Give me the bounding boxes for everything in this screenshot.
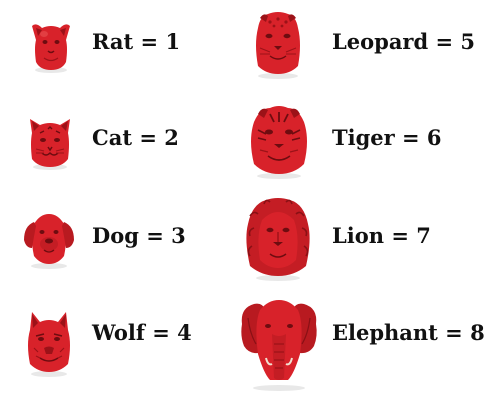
piece-label-wolf: Wolf = 4 [92, 320, 192, 345]
piece-label-cat: Cat = 2 [92, 125, 179, 150]
piece-label-elephant: Elephant = 8 [332, 320, 485, 345]
dog-head-icon [20, 208, 78, 270]
rat-head-icon [26, 18, 76, 74]
wolf-head-icon [22, 308, 76, 378]
tiger-head-icon [246, 100, 312, 180]
lion-head-icon [244, 196, 312, 282]
piece-label-leopard: Leopard = 5 [332, 29, 476, 54]
piece-label-dog: Dog = 3 [92, 223, 186, 248]
piece-label-tiger: Tiger = 6 [332, 125, 442, 150]
elephant-head-icon [238, 294, 320, 392]
cat-head-icon [24, 113, 76, 171]
piece-label-rat: Rat = 1 [92, 29, 181, 54]
piece-label-lion: Lion = 7 [332, 223, 431, 248]
leopard-head-icon [250, 8, 306, 80]
